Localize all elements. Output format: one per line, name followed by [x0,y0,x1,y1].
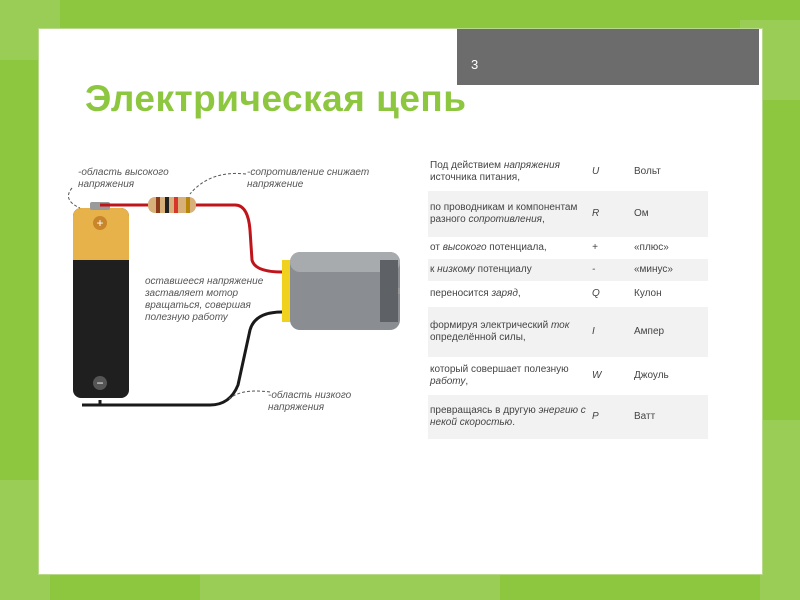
row-description: от высокого потенциала, [428,237,590,259]
units-row: от высокого потенциала,+«плюс» [428,237,708,259]
description-emphasis: напряжения [503,160,560,171]
units-table: Под действием напряжения источника питан… [428,153,708,439]
slide-number: 3 [471,57,479,72]
row-symbol: - [590,259,632,281]
motor [282,252,400,330]
slide-number-box: 3 [457,29,759,85]
row-symbol: + [592,242,598,253]
units-row: превращаясь в другую энергию с некой ско… [428,395,708,439]
row-symbol: Q [592,288,600,299]
row-symbol: U [592,166,600,177]
description-suffix: потенциалу [474,264,532,275]
circuit-diagram: + − [67,172,400,407]
row-description: к низкому потенциалу [428,259,590,281]
row-symbol: P [590,395,632,439]
description-emphasis: энергию с некой скоростью [430,405,586,428]
units-row: по проводникам и компонентам разного соп… [428,191,708,237]
description-text: формируя электрический [430,320,551,331]
description-text: превращаясь в другую [430,405,539,416]
description-text: по проводникам и компонентам разного [430,202,578,225]
row-description: по проводникам и компонентам разного соп… [428,191,590,237]
row-description: формируя электрический ток определённой … [428,307,590,357]
negative-wire [98,310,283,407]
row-symbol: I [590,307,632,357]
description-suffix: определённой силы, [430,332,526,343]
description-emphasis: низкому [437,264,475,275]
label-resistance: -сопротивление снижает напряжение [247,167,370,190]
description-suffix: источника питания, [430,172,520,183]
description-emphasis: высокого [442,242,487,253]
row-description: Под действием напряжения источника питан… [428,153,590,191]
description-suffix: , [465,376,469,387]
resistor [148,197,196,213]
row-description: который совершает полезную работу, [428,357,590,395]
battery-minus-sign: − [96,376,103,390]
units-row: к низкому потенциалу-«минус» [428,259,708,281]
battery-plus-sign: + [96,216,103,230]
row-description: превращаясь в другую энергию с некой ско… [428,395,590,439]
label-motor-work: оставшееся напряжение заставляет мотор в… [145,276,264,323]
row-unit: Ампер [632,307,708,357]
row-symbol: W [592,370,602,381]
description-text: к [430,264,438,275]
units-row: формируя электрический ток определённой … [428,307,708,357]
positive-wire [100,203,283,274]
row-unit: «минус» [632,259,708,281]
label-low-voltage-area: -область низкого напряжения [268,390,352,413]
label-high-voltage-area: -область высокого напряжения [78,167,169,190]
row-unit: Джоуль [634,370,669,381]
description-emphasis: заряд [491,288,518,299]
description-suffix: , [517,288,521,299]
row-description: переносится заряд, [428,281,590,307]
row-unit: Вольт [634,166,661,177]
description-text: переносится [430,288,492,299]
units-row: Под действием напряжения источника питан… [428,153,708,191]
description-emphasis: работу [430,376,466,387]
description-suffix: , [542,214,545,225]
description-suffix: . [512,417,515,428]
battery: + − [73,202,129,398]
slide-title: Электрическая цепь [85,78,467,119]
row-unit: Кулон [634,288,662,299]
slide-panel: 3 [38,28,763,575]
description-emphasis: сопротивления [468,214,543,225]
row-unit: Ватт [632,395,708,439]
row-unit: Ом [632,191,708,237]
description-emphasis: ток [550,320,570,331]
row-symbol: R [590,191,632,237]
description-text: Под действием [430,160,504,171]
description-text: от [430,242,443,253]
description-suffix: потенциала, [486,242,547,253]
row-unit: «плюс» [634,242,669,253]
description-text: который совершает полезную [430,364,569,375]
